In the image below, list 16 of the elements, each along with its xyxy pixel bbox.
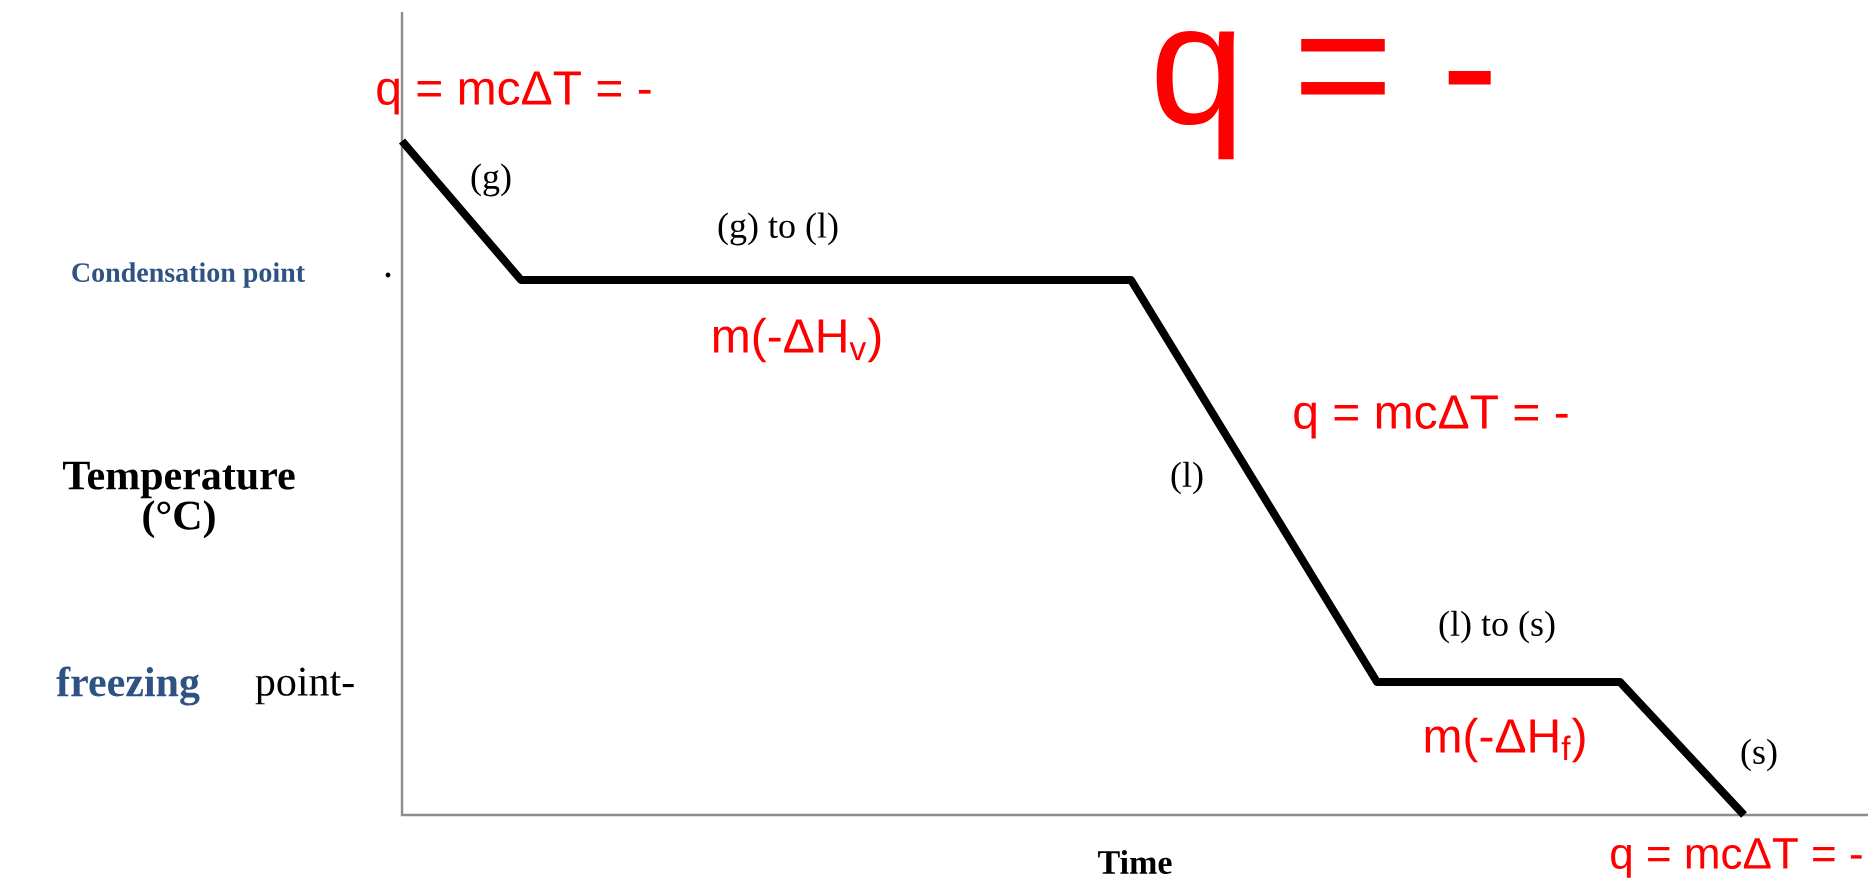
axis-title: Temperature (°C) xyxy=(63,461,295,539)
point-label: point- xyxy=(255,667,354,705)
point-label: Condensation point xyxy=(72,262,305,288)
point-label: freezing xyxy=(56,666,200,706)
phase-label: (l) to (s) xyxy=(1439,610,1555,644)
equation-text: q = - xyxy=(1156,30,1491,160)
equation-text: q = mcΔT = - xyxy=(1611,838,1862,878)
axis-title: Time xyxy=(1098,850,1172,874)
equation-text: m(-ΔH$_{f}$) xyxy=(1425,717,1585,763)
equation-text: q = mcΔT = - xyxy=(1294,395,1568,439)
equation-text: q = mcΔT = - xyxy=(377,71,651,115)
phase-label: (l) xyxy=(1171,461,1203,495)
phase-label: (s) xyxy=(1741,738,1777,772)
phase-label: (g) to (l) xyxy=(718,212,838,246)
equation-text: m(-ΔH$_{v}$) xyxy=(714,317,881,363)
phase-label: (g) xyxy=(471,163,511,197)
